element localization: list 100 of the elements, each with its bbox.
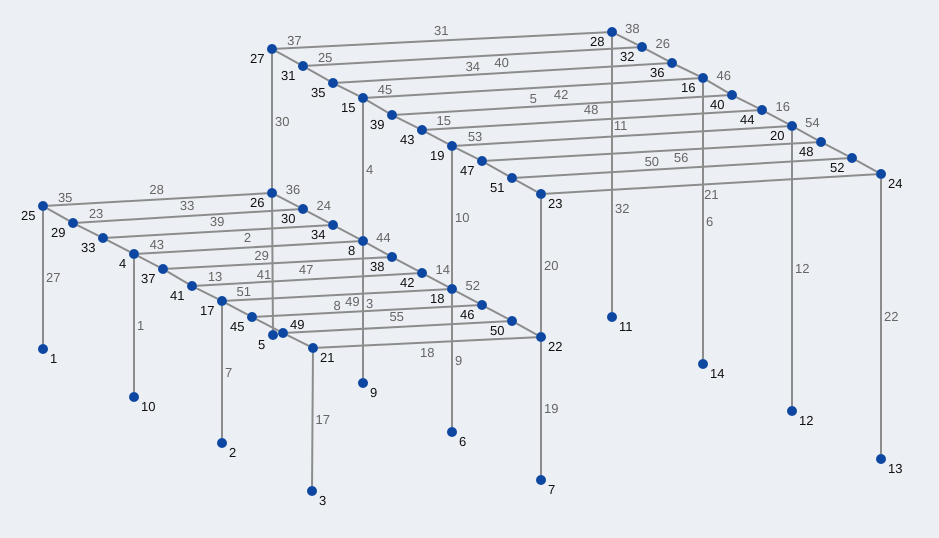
member-line <box>276 194 300 208</box>
member-number: 37 <box>287 34 302 47</box>
member-line <box>540 342 542 475</box>
member-line <box>396 94 728 116</box>
member-number: 24 <box>316 199 331 212</box>
member-number: 15 <box>436 114 451 128</box>
joint-number: 31 <box>281 68 296 82</box>
member-number: 34 <box>466 60 480 74</box>
joint-number: 27 <box>250 52 264 64</box>
member-line <box>106 239 130 253</box>
member-number: 10 <box>455 211 470 224</box>
member-number: 31 <box>434 24 448 37</box>
member-line <box>486 141 816 162</box>
joint-number: 11 <box>619 320 632 332</box>
member-number: 6 <box>706 214 714 228</box>
joint-number: 47 <box>460 164 474 176</box>
member-line <box>546 173 876 195</box>
member-line <box>48 192 268 207</box>
member-number: 39 <box>210 214 224 228</box>
joint-number: 50 <box>490 324 504 336</box>
joint-number: 32 <box>620 50 634 62</box>
joint-number: 34 <box>311 228 326 240</box>
member-line <box>456 290 478 304</box>
joint-number: 13 <box>888 462 902 474</box>
member-number: 16 <box>775 100 790 114</box>
member-line <box>396 258 418 272</box>
member-line <box>611 37 613 312</box>
member-number: 23 <box>88 207 104 220</box>
member-number: 4 <box>366 163 374 176</box>
member-line <box>486 162 508 176</box>
joint-number: 40 <box>710 98 724 110</box>
member-line <box>456 125 788 147</box>
joint-number: 33 <box>81 240 96 254</box>
member-number: 2 <box>244 230 252 244</box>
member-number: 42 <box>554 88 568 102</box>
member-line <box>196 287 218 300</box>
member-line <box>78 208 298 224</box>
member-line <box>337 84 359 97</box>
member-number: 46 <box>716 68 731 82</box>
member-number: 19 <box>544 402 558 415</box>
joint-number: 14 <box>710 366 724 380</box>
joint-number: 28 <box>590 34 604 48</box>
member-line <box>362 246 364 378</box>
member-number: 48 <box>584 103 598 116</box>
member-number: 38 <box>625 22 640 35</box>
member-number: 44 <box>376 231 391 244</box>
member-line <box>338 62 668 84</box>
member-number: 18 <box>420 346 434 360</box>
member-line <box>42 211 44 344</box>
joint-number: 3 <box>319 494 326 506</box>
member-line <box>311 353 314 486</box>
member-number: 9 <box>455 354 462 367</box>
member-number: 28 <box>149 182 164 196</box>
member-number: 30 <box>275 114 290 128</box>
member-number: 50 <box>644 155 660 168</box>
joint-number: 17 <box>200 304 214 316</box>
member-line <box>287 334 309 347</box>
joint-number: 20 <box>770 128 784 142</box>
member-number: 41 <box>256 268 272 281</box>
member-line <box>366 242 388 256</box>
joint-number: 26 <box>250 196 264 208</box>
joint-number: 42 <box>400 276 414 288</box>
joint-number: 19 <box>430 148 444 162</box>
member-line <box>366 100 388 114</box>
member-number: 17 <box>316 413 330 426</box>
joint-number: 12 <box>799 414 814 426</box>
member-line <box>456 147 478 160</box>
joint-number: 41 <box>170 288 184 302</box>
member-line <box>676 64 699 77</box>
joint-number: 43 <box>400 132 414 146</box>
member-line <box>880 179 882 454</box>
member-number: 45 <box>378 82 392 96</box>
member-line <box>271 54 273 188</box>
joint-number: 16 <box>681 80 696 94</box>
member-line <box>736 96 758 109</box>
member-line <box>451 151 453 284</box>
member-number: 56 <box>674 151 688 164</box>
member-line <box>516 322 538 336</box>
joint-number: 9 <box>370 386 378 398</box>
member-line <box>766 111 788 125</box>
member-line <box>791 131 793 406</box>
joint-number: 48 <box>799 144 814 158</box>
member-number: 43 <box>150 238 164 252</box>
member-line <box>308 46 638 67</box>
member-line <box>108 224 328 239</box>
member-line <box>226 288 448 302</box>
member-line <box>426 109 758 131</box>
member-line <box>362 103 364 236</box>
member-line <box>221 306 223 438</box>
member-line <box>196 272 418 287</box>
member-line <box>616 33 638 46</box>
joint-number: 8 <box>348 244 356 256</box>
joint-number: 25 <box>21 208 36 222</box>
member-number: 21 <box>704 188 719 201</box>
joint-number: 35 <box>311 86 326 98</box>
member-line <box>516 157 848 179</box>
member-line <box>288 320 508 334</box>
member-number: 51 <box>236 285 251 298</box>
member-line <box>706 80 728 94</box>
member-number: 3 <box>366 296 374 310</box>
